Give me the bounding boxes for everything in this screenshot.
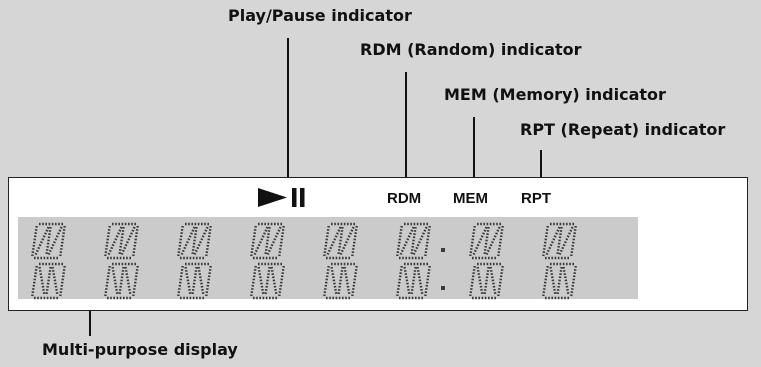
memory-leader-line [473,117,475,184]
random-leader-line [405,72,407,184]
lcd-character-4 [250,222,285,300]
repeat-callout-label: RPT (Repeat) indicator [520,120,726,139]
lcd-colon-dot-1 [441,248,445,252]
lcd-character-2 [104,222,139,300]
play-pause-leader-line [287,38,289,186]
play-triangle [258,188,287,207]
display-callout-label: Multi-purpose display [42,340,238,359]
pause-bar-left [292,188,297,207]
lcd-character-5 [323,222,358,300]
pause-bar-right [300,188,305,207]
memory-callout-label: MEM (Memory) indicator [444,85,666,104]
play-pause-icon [258,188,305,207]
lcd-character-6 [396,222,431,300]
lcd-character-1 [31,222,66,300]
repeat-leader-line [540,150,542,184]
lcd-character-8 [542,222,577,300]
mem-indicator: MEM [453,190,488,207]
lcd-character-3 [177,222,212,300]
play-pause-callout-label: Play/Pause indicator [228,6,412,25]
lcd-colon-dot-2 [441,286,445,290]
lcd-character-7 [469,222,504,300]
rdm-indicator: RDM [387,190,422,207]
display-leader-line [89,298,91,336]
rpt-indicator: RPT [521,190,551,207]
random-callout-label: RDM (Random) indicator [360,40,582,59]
